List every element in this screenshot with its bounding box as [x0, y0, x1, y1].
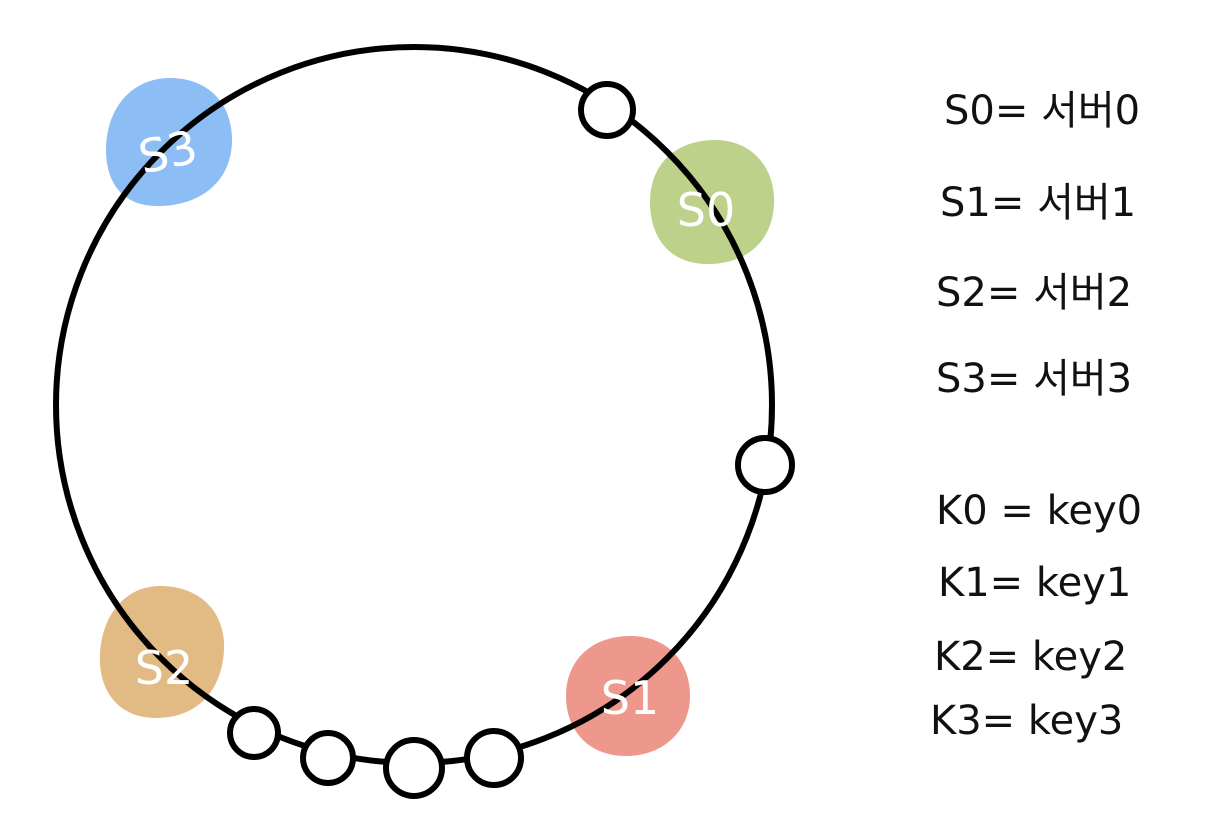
- key-marker: [300, 730, 356, 786]
- key-marker: [383, 737, 445, 799]
- key-legend: K0 = key0 K1= key1 K2= key2 K3= key3: [930, 488, 1142, 744]
- server-s2-label: S2: [135, 641, 193, 695]
- key-marker: [227, 706, 281, 760]
- key-marker: [578, 81, 636, 139]
- legend-server-2: S2= 서버2: [936, 270, 1132, 316]
- legend-key-2: K2= key2: [934, 634, 1127, 680]
- legend-server-1: S1= 서버1: [940, 180, 1136, 226]
- server-s1-label: S1: [601, 671, 659, 725]
- legend-key-3: K3= key3: [930, 698, 1123, 744]
- key-markers: [227, 81, 795, 799]
- key-marker: [464, 728, 524, 788]
- legend-server-3: S3= 서버3: [936, 356, 1132, 402]
- server-s3-label: S3: [134, 120, 202, 185]
- server-legend: S0= 서버0 S1= 서버1 S2= 서버2 S3= 서버3: [936, 88, 1140, 402]
- server-s0-label: S0: [677, 183, 735, 237]
- legend-server-0: S0= 서버0: [944, 88, 1140, 134]
- legend-key-0: K0 = key0: [936, 488, 1142, 534]
- key-marker: [735, 435, 795, 495]
- legend-key-1: K1= key1: [938, 560, 1131, 606]
